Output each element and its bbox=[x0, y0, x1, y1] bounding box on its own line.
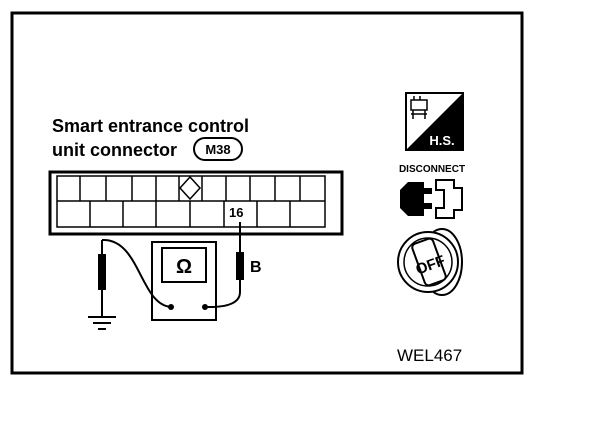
hs-label: H.S. bbox=[429, 133, 454, 148]
locking-tab bbox=[178, 175, 202, 201]
connector-code: M38 bbox=[205, 142, 230, 157]
disconnect-label: DISCONNECT bbox=[399, 164, 465, 175]
terminal-number: 16 bbox=[229, 205, 243, 220]
ground-probe bbox=[98, 238, 172, 316]
connector-title-line2: unit connector bbox=[52, 140, 177, 160]
figure-id: WEL467 bbox=[397, 346, 462, 365]
connector-title-line1: Smart entrance control bbox=[52, 116, 249, 136]
positive-probe bbox=[236, 222, 244, 292]
connector-code-badge: M38 bbox=[193, 137, 243, 161]
hood-support-icon: H.S. bbox=[405, 92, 464, 151]
wire-color-label: B bbox=[250, 259, 262, 276]
ignition-off-icon: OFF bbox=[397, 228, 463, 296]
ohm-symbol: Ω bbox=[176, 256, 192, 278]
positive-lead bbox=[204, 291, 241, 309]
ground-symbol bbox=[88, 316, 116, 330]
connector-body bbox=[48, 170, 344, 236]
disconnect-connector-icon: DISCONNECT bbox=[399, 164, 465, 219]
ohmmeter: Ω bbox=[151, 241, 217, 321]
